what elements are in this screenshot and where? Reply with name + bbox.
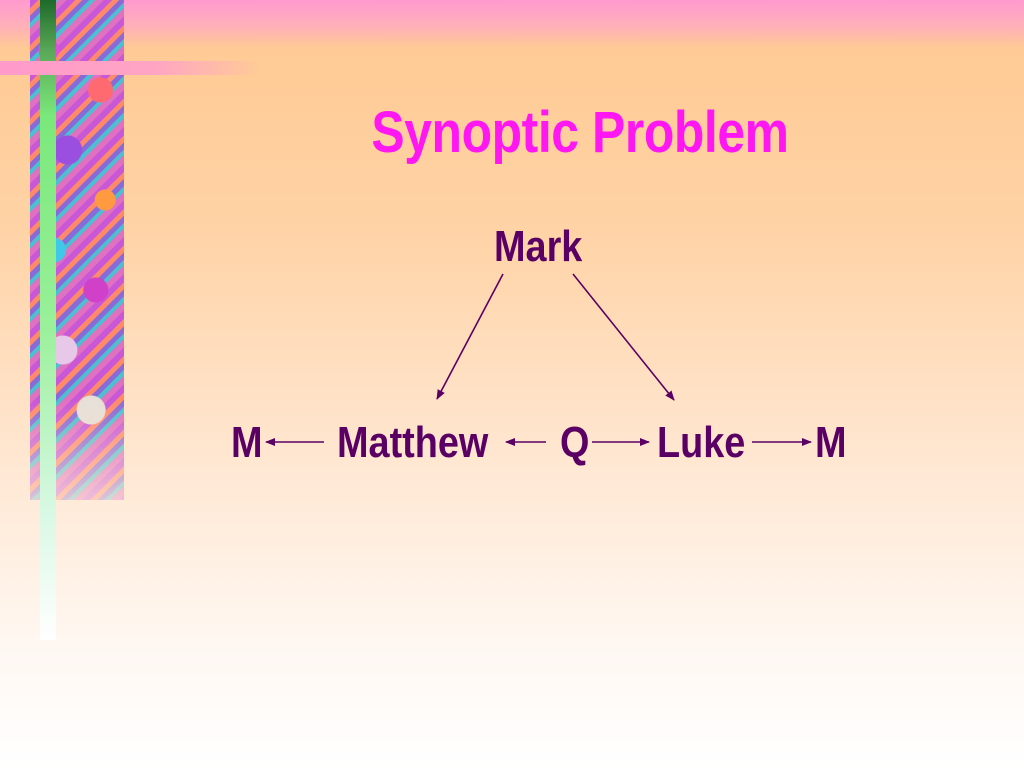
node-m-left: M	[231, 418, 263, 467]
horizontal-accent-rule	[0, 61, 260, 75]
node-matthew: Matthew	[337, 418, 489, 467]
vertical-accent-bar	[40, 0, 56, 640]
arrow-mark-to-luke	[572, 273, 675, 401]
slide-title: Synoptic Problem	[371, 100, 789, 165]
node-mark: Mark	[494, 222, 583, 271]
arrow-mark-to-matthew	[436, 273, 504, 400]
node-q: Q	[560, 418, 590, 467]
node-m-right: M	[815, 418, 847, 467]
node-luke: Luke	[657, 418, 746, 467]
top-decorative-band	[0, 0, 1024, 48]
